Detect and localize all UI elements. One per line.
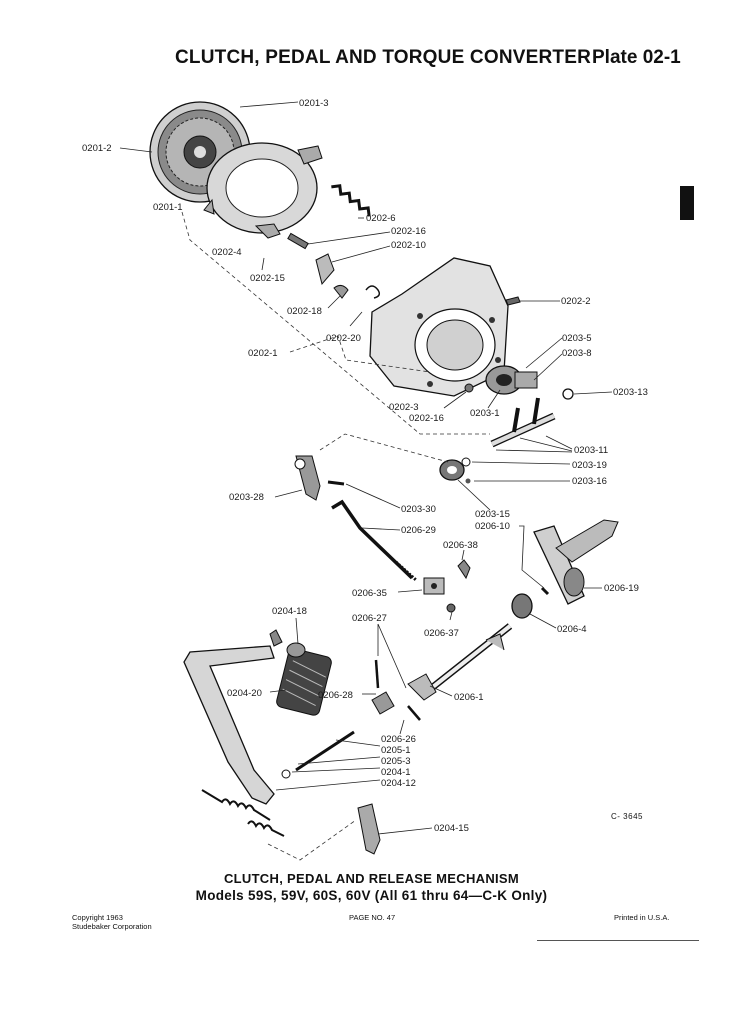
cross-shaft-illustration (407, 623, 513, 701)
label-0202-15: 0202-15 (250, 273, 285, 284)
label-0203-5: 0203-5 (562, 333, 592, 344)
label-0205-1: 0205-1 (381, 745, 411, 756)
label-0203-15: 0203-15 (475, 509, 510, 520)
label-0201-2: 0201-2 (82, 143, 112, 154)
leader-lines (119, 101, 613, 861)
label-0204-20: 0204-20 (227, 688, 262, 699)
label-0206-38: 0206-38 (443, 540, 478, 551)
label-0203-8: 0203-8 (562, 348, 592, 359)
label-0203-30: 0203-30 (401, 504, 436, 515)
label-0205-3: 0205-3 (381, 756, 411, 767)
housing-bolt-illustration (505, 296, 521, 306)
release-shaft-illustration (490, 397, 556, 448)
label-0206-37: 0206-37 (424, 628, 459, 639)
label-0201-3: 0201-3 (299, 98, 329, 109)
label-0203-1: 0203-1 (470, 408, 500, 419)
pressure-plate-illustration (203, 142, 323, 239)
label-0206-29: 0206-29 (401, 525, 436, 536)
snap-ring-illustration (461, 457, 471, 467)
label-0202-4: 0202-4 (212, 247, 242, 258)
label-0206-27: 0206-27 (352, 613, 387, 624)
clutch-pedal-illustration (183, 629, 283, 805)
set-screw-illustration (465, 478, 471, 484)
label-0203-11: 0203-11 (574, 445, 608, 456)
label-0202-16-b: 0202-16 (409, 413, 444, 424)
copyright-year: Copyright 1963 (72, 913, 123, 922)
clevis-pin-illustration (327, 480, 345, 486)
label-0206-10: 0206-10 (475, 521, 510, 532)
label-0202-18: 0202-18 (287, 306, 322, 317)
copyright-holder: Studebaker Corporation (72, 922, 152, 931)
label-0202-1: 0202-1 (248, 348, 278, 359)
release-lever-illustration (315, 253, 335, 286)
release-rod-illustration (331, 499, 418, 582)
pad-retainer-illustration (286, 642, 306, 658)
release-bearing-illustration (485, 365, 538, 395)
pin-illustration (287, 232, 309, 250)
label-0202-3: 0202-3 (389, 402, 419, 413)
bearing-ring-illustration (562, 388, 574, 400)
label-0204-15: 0204-15 (434, 823, 469, 834)
printed-in: Printed in U.S.A. (614, 913, 670, 922)
caption-models: Models 59S, 59V, 60S, 60V (All 61 thru 6… (195, 888, 548, 903)
lever-plate-illustration (333, 284, 349, 299)
page-number: PAGE NO. 47 (349, 913, 396, 922)
label-0206-4: 0206-4 (557, 624, 587, 635)
label-0206-28: 0206-28 (318, 690, 353, 701)
pressure-spring-illustration (331, 184, 371, 217)
nut-illustration (446, 603, 456, 613)
label-0206-35: 0206-35 (352, 588, 387, 599)
label-0203-28: 0203-28 (229, 492, 264, 503)
label-0202-2: 0202-2 (561, 296, 591, 307)
label-0202-6: 0202-6 (366, 213, 396, 224)
fitting-illustration (464, 383, 474, 393)
label-0202-20: 0202-20 (326, 333, 361, 344)
copyright-block: Copyright 1963 Studebaker Corporation (72, 913, 152, 931)
illustration-reference: C- 3645 (611, 812, 643, 821)
return-spring-illustration (201, 789, 285, 837)
label-0203-16: 0203-16 (572, 476, 607, 487)
label-0204-18: 0204-18 (272, 606, 307, 617)
pedal-pad-illustration (276, 648, 332, 716)
link-bolt-illustration (374, 659, 380, 689)
label-0203-13: 0203-13 (613, 387, 648, 398)
section-tab-marker (680, 186, 694, 220)
pedal-rod-illustration (295, 730, 355, 772)
bushing-illustration (511, 593, 533, 619)
clutch-housing-illustration (369, 257, 509, 397)
label-0202-10: 0202-10 (391, 240, 426, 251)
linkage-block-illustration (371, 691, 395, 715)
label-0203-19: 0203-19 (572, 460, 607, 471)
label-0204-12: 0204-12 (381, 778, 416, 789)
release-yoke-illustration (439, 459, 465, 481)
label-0204-1: 0204-1 (381, 767, 411, 778)
label-0206-26: 0206-26 (381, 734, 416, 745)
label-0206-1: 0206-1 (454, 692, 484, 703)
retainer-spring-illustration (365, 285, 381, 299)
plate-number: Plate 02-1 (592, 47, 681, 68)
label-0202-16: 0202-16 (391, 226, 426, 237)
part-labels: 0201-3 0201-2 0201-1 0202-4 0202-6 0202-… (82, 98, 648, 834)
spring-bracket-illustration (357, 803, 381, 855)
caption-title: CLUTCH, PEDAL AND RELEASE MECHANISM (223, 871, 520, 886)
pedal-shaft-bracket-illustration (533, 519, 619, 605)
page-title: CLUTCH, PEDAL AND TORQUE CONVERTER (175, 47, 592, 68)
label-0206-19: 0206-19 (604, 583, 639, 594)
bracket-bolt-illustration (540, 586, 550, 596)
label-0201-1: 0201-1 (153, 202, 183, 213)
spring-clip-illustration (457, 559, 471, 580)
footer-rule (537, 940, 699, 941)
